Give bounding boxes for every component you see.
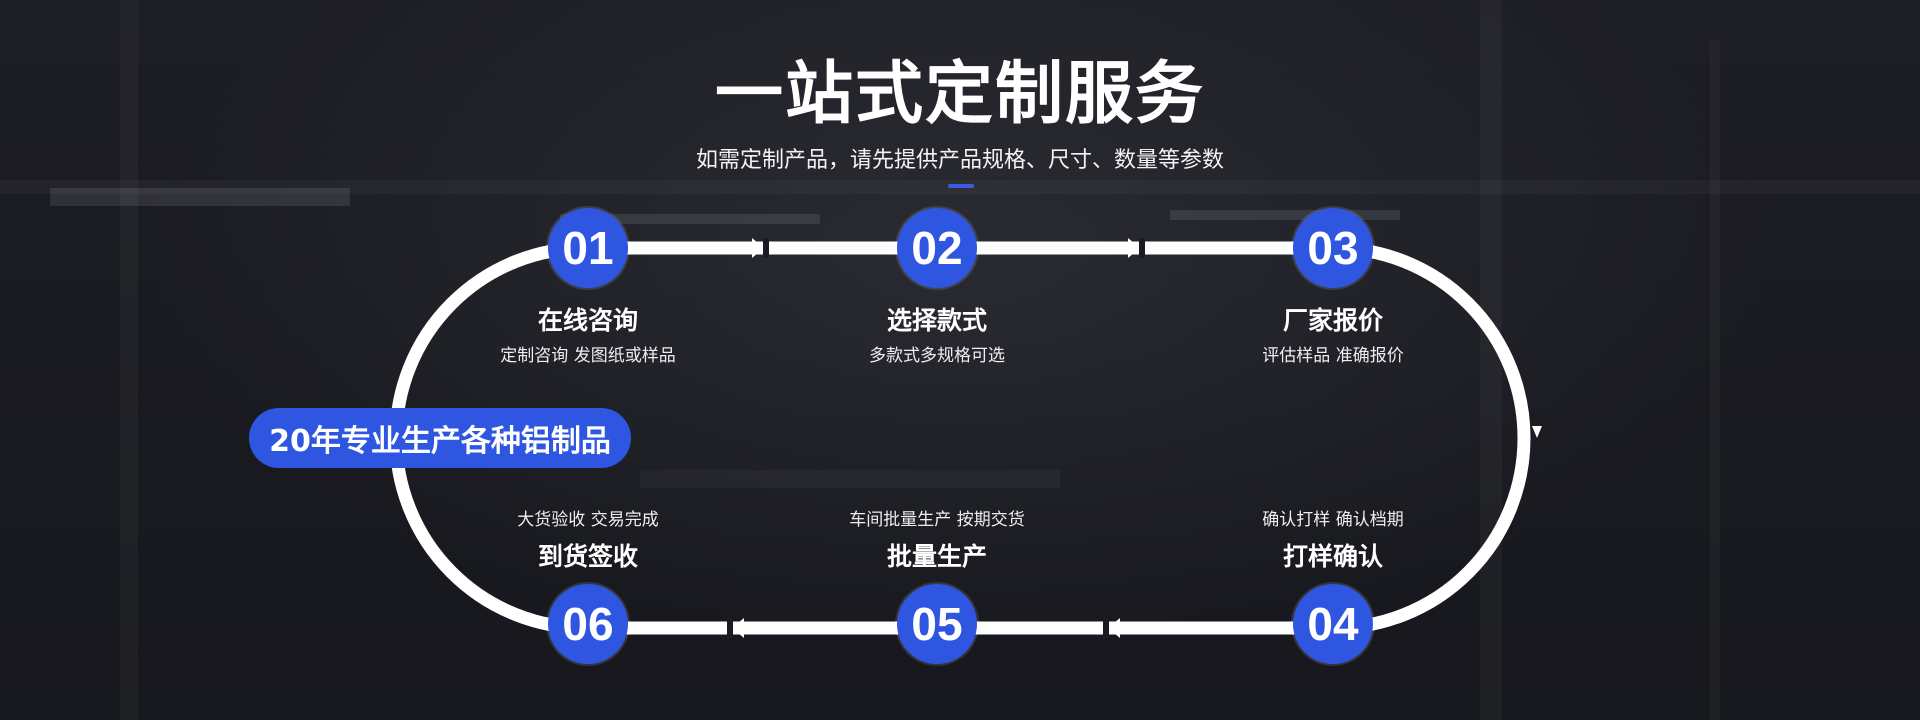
step-04-number: 04 [1293,584,1373,664]
arrow-right-icon [1128,238,1140,258]
arrow-left-icon [732,618,744,638]
step-04-title: 打样确认 [1282,542,1383,571]
step-03-desc: 评估样品 准确报价 [1262,346,1404,366]
step-01-title: 在线咨询 [537,306,638,335]
page-subtitle: 如需定制产品，请先提供产品规格、尺寸、数量等参数 [695,148,1224,173]
track-arrows [732,238,1542,638]
step-01-desc: 定制咨询 发图纸或样品 [500,346,676,366]
step-06-number: 06 [548,584,628,664]
page-title: 一站式定制服务 [714,55,1205,134]
arrow-down-icon [1532,426,1542,438]
step-01-number: 01 [548,208,628,288]
step-02-number: 02 [897,208,977,288]
header: 一站式定制服务 如需定制产品，请先提供产品规格、尺寸、数量等参数 [0,50,1920,176]
step-05-desc: 车间批量生产 按期交货 [849,510,1025,530]
track-gaps [727,238,1145,638]
step-02-title: 选择款式 [886,306,987,335]
arrow-left-icon [1108,618,1120,638]
step-06-desc: 大货验收 交易完成 [517,510,659,530]
step-04-desc: 确认打样 确认档期 [1262,510,1404,530]
step-03-title: 厂家报价 [1282,306,1383,335]
step-05-title: 批量生产 [886,542,987,571]
arrow-right-icon [752,238,764,258]
title-accent-line [948,184,974,188]
experience-badge: 20年专业生产各种铝制品 [249,408,631,468]
step-02-desc: 多款式多规格可选 [869,346,1005,366]
step-03-number: 03 [1293,208,1373,288]
step-05-number: 05 [897,584,977,664]
step-06-title: 到货签收 [537,542,638,571]
